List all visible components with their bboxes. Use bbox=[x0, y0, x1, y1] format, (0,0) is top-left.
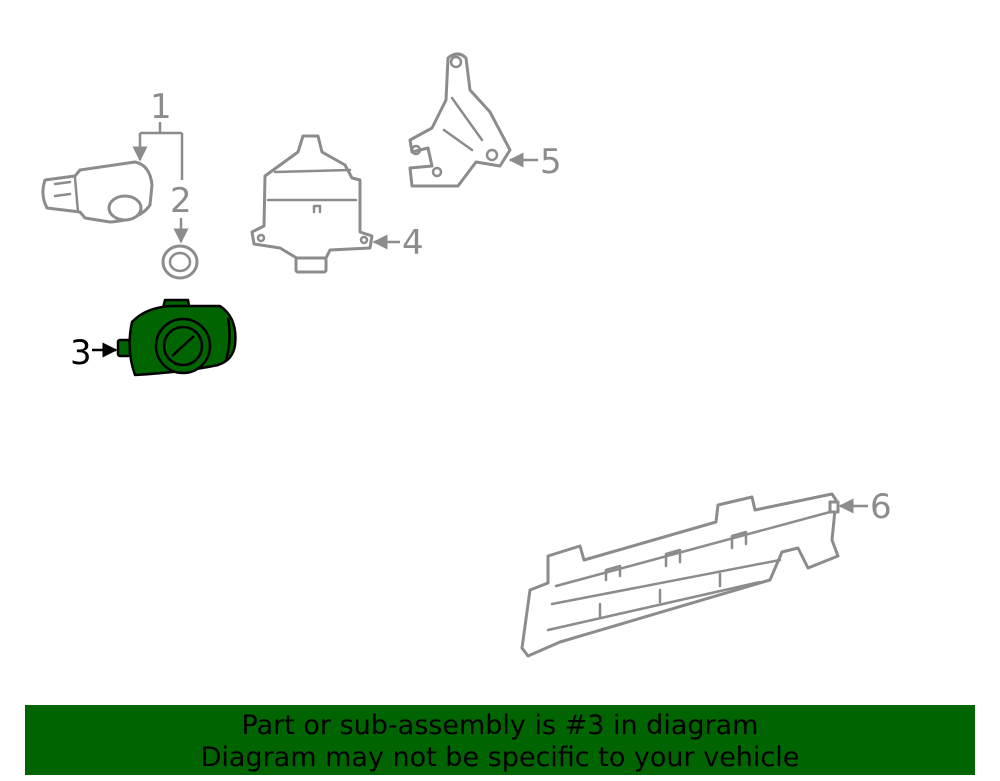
callout-5: 5 bbox=[540, 142, 562, 182]
banner-line-1: Part or sub-assembly is #3 in diagram bbox=[241, 710, 759, 741]
part-3-sensor-highlighted[interactable] bbox=[116, 298, 237, 377]
callout-1: 1 bbox=[150, 87, 172, 127]
callout-4: 4 bbox=[402, 223, 424, 263]
part-1-sensor[interactable] bbox=[41, 160, 154, 224]
part-6-long-bracket[interactable] bbox=[520, 492, 840, 658]
part-2-retainer-ring[interactable] bbox=[161, 244, 199, 280]
part-5-bracket[interactable] bbox=[408, 52, 512, 188]
part-4-control-module[interactable] bbox=[250, 134, 374, 274]
callout-3: 3 bbox=[70, 333, 92, 373]
callout-6: 6 bbox=[870, 487, 892, 527]
info-banner: Part or sub-assembly is #3 in diagram Di… bbox=[25, 705, 975, 775]
leader-1 bbox=[140, 122, 184, 180]
banner-line-2: Diagram may not be specific to your vehi… bbox=[200, 742, 800, 773]
callout-2: 2 bbox=[170, 181, 192, 221]
parts-diagram: 1 2 3 4 5 bbox=[41, 52, 892, 658]
